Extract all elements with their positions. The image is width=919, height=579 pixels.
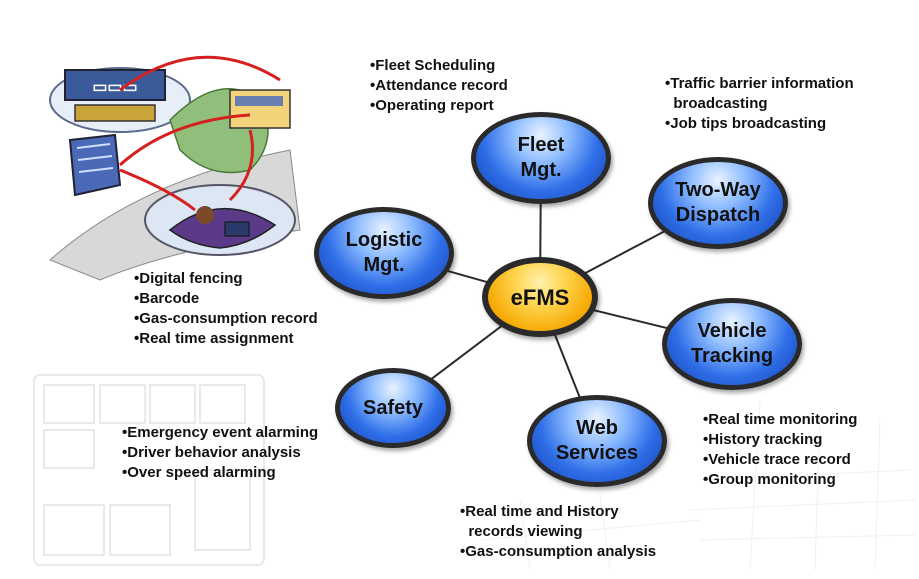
safety-features: •Emergency event alarming •Driver behavi… bbox=[122, 423, 318, 483]
two-way-dispatch-features: •Traffic barrier information broadcastin… bbox=[665, 74, 854, 134]
two-way-dispatch-label: Two-Way Dispatch bbox=[675, 179, 761, 226]
two-way-dispatch-node: Two-Way Dispatch bbox=[648, 157, 788, 249]
feature-item: •Barcode bbox=[134, 290, 200, 307]
feature-item: broadcasting bbox=[665, 95, 768, 112]
logistic-mgt-label: Logistic Mgt. bbox=[345, 229, 423, 276]
efms-hub: eFMS bbox=[482, 257, 598, 337]
feature-item: records viewing bbox=[460, 523, 583, 540]
fleet-mgt-features: •Fleet Scheduling •Attendance record •Op… bbox=[370, 56, 508, 116]
feature-item: •Digital fencing bbox=[134, 270, 243, 287]
efms-hub-label: eFMS bbox=[510, 284, 570, 310]
fleet-network-illustration: ▭▭▭ bbox=[49, 55, 301, 281]
web-services-features: •Real time and History records viewing •… bbox=[460, 502, 656, 562]
vehicle-tracking-label: Vehicle Tracking bbox=[690, 320, 774, 367]
feature-item: •Gas-consumption analysis bbox=[460, 543, 657, 560]
svg-text:▭▭▭: ▭▭▭ bbox=[92, 79, 137, 96]
safety-node: Safety bbox=[335, 368, 451, 448]
feature-item: •Gas-consumption record bbox=[134, 310, 318, 327]
safety-label: Safety bbox=[362, 396, 424, 419]
feature-item: •Driver behavior analysis bbox=[122, 444, 301, 461]
web-services-node: Web Services bbox=[527, 395, 667, 487]
vehicle-tracking-features: •Real time monitoring •History tracking … bbox=[703, 410, 857, 490]
feature-item: •History tracking bbox=[703, 431, 823, 448]
feature-item: •Emergency event alarming bbox=[122, 424, 319, 441]
vehicle-tracking-node: Vehicle Tracking bbox=[662, 298, 802, 390]
fleet-mgt-node: Fleet Mgt. bbox=[471, 112, 611, 204]
feature-item: •Real time and History bbox=[460, 503, 619, 520]
feature-item: •Real time monitoring bbox=[703, 411, 858, 428]
feature-item: •Real time assignment bbox=[134, 330, 294, 347]
fleet-mgt-label: Fleet Mgt. bbox=[517, 134, 565, 181]
logistic-mgt-node: Logistic Mgt. bbox=[314, 207, 454, 299]
feature-item: •Fleet Scheduling bbox=[370, 57, 496, 74]
feature-item: •Traffic barrier information bbox=[665, 75, 854, 92]
feature-item: •Operating report bbox=[370, 97, 494, 114]
web-services-label: Web Services bbox=[555, 417, 639, 464]
feature-item: •Vehicle trace record bbox=[703, 451, 851, 468]
feature-item: •Group monitoring bbox=[703, 471, 836, 488]
feature-item: •Job tips broadcasting bbox=[665, 115, 827, 132]
feature-item: •Attendance record bbox=[370, 77, 508, 94]
logistic-mgt-features: •Digital fencing •Barcode •Gas-consumpti… bbox=[134, 269, 318, 349]
feature-item: •Over speed alarming bbox=[122, 464, 276, 481]
